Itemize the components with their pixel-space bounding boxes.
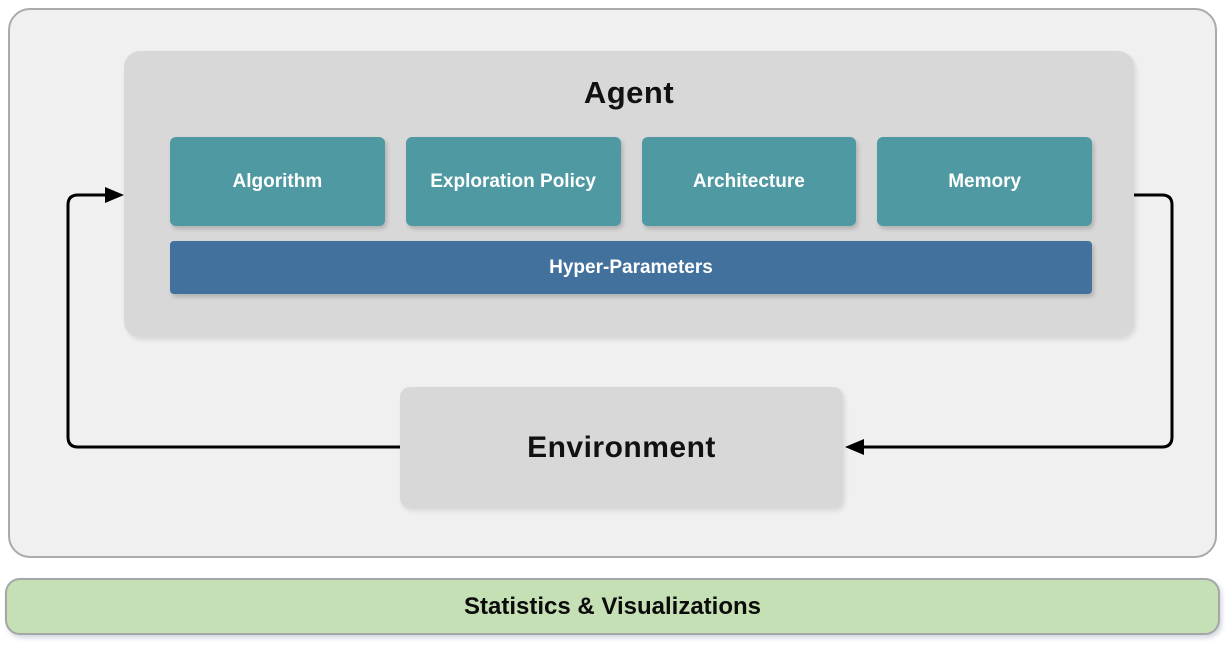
agent-modules-row: Algorithm Exploration Policy Architectur… <box>170 137 1092 226</box>
hyperparameters-bar: Hyper-Parameters <box>170 241 1092 294</box>
module-algorithm: Algorithm <box>170 137 385 226</box>
agent-container: Agent Algorithm Exploration Policy Archi… <box>124 51 1134 337</box>
environment-box: Environment <box>400 387 843 508</box>
module-exploration-policy: Exploration Policy <box>405 137 621 226</box>
module-architecture: Architecture <box>641 137 857 226</box>
module-memory: Memory <box>877 137 1092 226</box>
agent-title: Agent <box>583 75 675 110</box>
statistics-visualizations-bar: Statistics & Visualizations <box>5 578 1220 635</box>
